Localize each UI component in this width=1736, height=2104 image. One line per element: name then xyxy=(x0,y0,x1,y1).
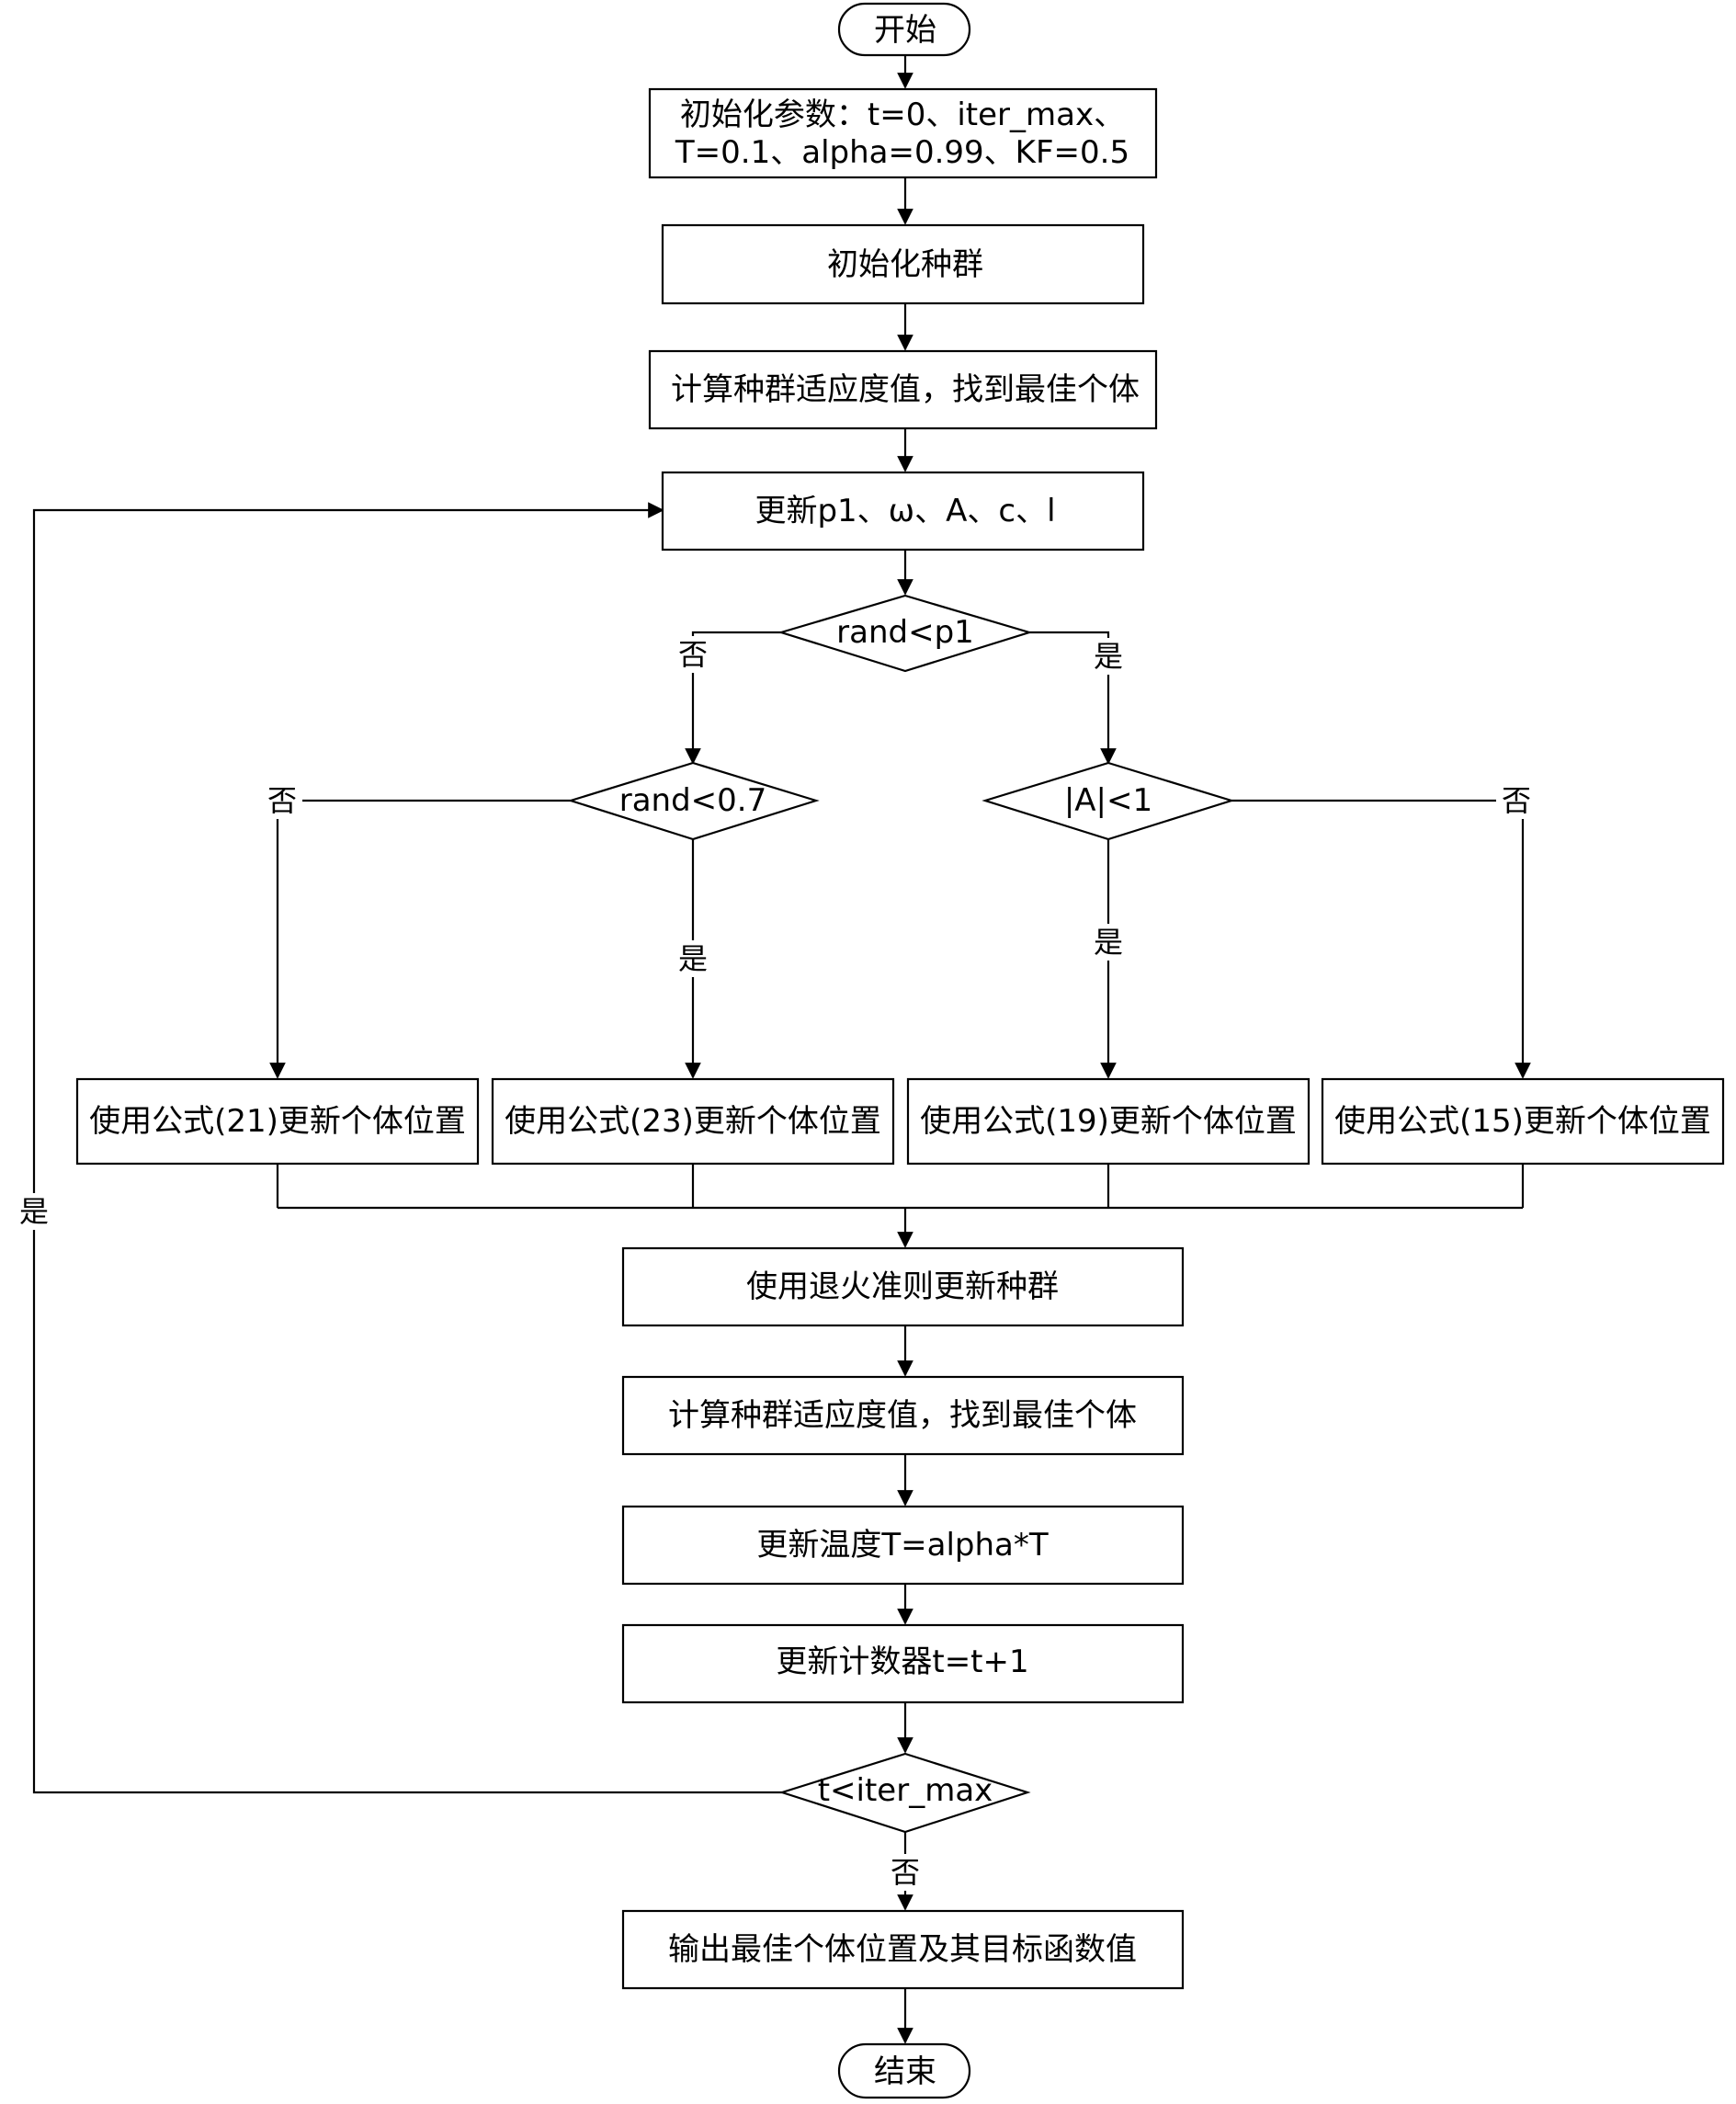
update-eq19-label: 使用公式(19)更新个体位置 xyxy=(920,1103,1297,1140)
label-p1-yes: 是 xyxy=(1094,639,1123,674)
init-pop-label: 初始化种群 xyxy=(827,246,983,283)
anneal-update-node: 使用退火准则更新种群 xyxy=(621,1246,1185,1327)
decision-rand-07: rand<0.7 xyxy=(567,761,820,841)
init-params-line2: T=0.1、alpha=0.99、KF=0.5 xyxy=(675,134,1129,171)
label-loop-yes: 是 xyxy=(19,1194,49,1229)
decision-iter-label: t<iter_max xyxy=(818,1772,993,1809)
connectors xyxy=(32,55,1531,2044)
arrow-p1-yes xyxy=(1029,631,1117,765)
end-node: 结束 xyxy=(837,2042,971,2099)
decision-iter: t<iter_max xyxy=(778,1752,1031,1834)
start-label: 开始 xyxy=(874,12,936,49)
update-eq23-node: 使用公式(23)更新个体位置 xyxy=(491,1077,895,1166)
label-absA-yes: 是 xyxy=(1094,925,1123,960)
end-label: 结束 xyxy=(874,2053,936,2090)
update-eq23-label: 使用公式(23)更新个体位置 xyxy=(505,1103,881,1140)
decision-rand-p1-label: rand<p1 xyxy=(836,614,974,651)
calc-fitness-node-1: 计算种群适应度值，找到最佳个体 xyxy=(648,349,1158,430)
branch-labels: 否 是 否 是 是 否 是 否 xyxy=(14,636,1537,1891)
update-eq21-label: 使用公式(21)更新个体位置 xyxy=(89,1103,466,1140)
anneal-update-label: 使用退火准则更新种群 xyxy=(746,1268,1059,1305)
label-absA-no: 否 xyxy=(1502,783,1531,818)
output-node: 输出最佳个体位置及其目标函数值 xyxy=(621,1909,1185,1990)
update-counter-node: 更新计数器t=t+1 xyxy=(621,1623,1185,1704)
update-temp-label: 更新温度T=alpha*T xyxy=(756,1527,1049,1564)
arrow-absA-no xyxy=(1231,799,1531,1079)
init-pop-node: 初始化种群 xyxy=(661,223,1145,305)
arrow-p1-no xyxy=(685,631,781,765)
decision-abs-a: |A|<1 xyxy=(981,761,1235,841)
update-temp-node: 更新温度T=alpha*T xyxy=(621,1505,1185,1586)
output-label: 输出最佳个体位置及其目标函数值 xyxy=(668,1931,1137,1968)
update-eq21-node: 使用公式(21)更新个体位置 xyxy=(75,1077,480,1166)
calc-fitness-node-2: 计算种群适应度值，找到最佳个体 xyxy=(621,1375,1185,1456)
arrow-r07-no xyxy=(269,799,571,1079)
label-r07-yes: 是 xyxy=(678,941,708,976)
decision-rand-07-label: rand<0.7 xyxy=(619,782,767,819)
calc-fitness-label-1: 计算种群适应度值，找到最佳个体 xyxy=(671,371,1140,408)
label-p1-no: 否 xyxy=(678,637,708,672)
label-iter-no: 否 xyxy=(891,1855,920,1890)
update-counter-label: 更新计数器t=t+1 xyxy=(776,1643,1028,1680)
calc-fitness-label-2: 计算种群适应度值，找到最佳个体 xyxy=(668,1397,1137,1434)
update-params-label: 更新p1、ω、A、c、l xyxy=(755,493,1055,529)
update-eq15-label: 使用公式(15)更新个体位置 xyxy=(1334,1103,1711,1140)
decision-rand-p1: rand<p1 xyxy=(777,594,1033,673)
init-params-node: 初始化参数：t=0、iter_max、 T=0.1、alpha=0.99、KF=… xyxy=(648,87,1158,179)
init-params-line1: 初始化参数：t=0、iter_max、 xyxy=(680,97,1125,133)
update-eq15-node: 使用公式(15)更新个体位置 xyxy=(1321,1077,1725,1166)
update-params-node: 更新p1、ω、A、c、l xyxy=(661,471,1145,552)
label-r07-no: 否 xyxy=(267,783,297,818)
decision-abs-a-label: |A|<1 xyxy=(1064,782,1152,819)
start-node: 开始 xyxy=(837,2,971,57)
arrow-loop-yes xyxy=(32,502,782,1794)
update-eq19-node: 使用公式(19)更新个体位置 xyxy=(906,1077,1311,1166)
